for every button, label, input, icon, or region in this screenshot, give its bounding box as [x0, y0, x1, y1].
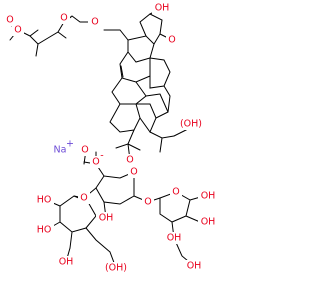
acetyl-ester-oxygen: O	[14, 25, 21, 36]
glucuronide-ring-oxygen: O	[130, 167, 137, 178]
ring-hydroxyl: OH	[99, 213, 114, 224]
top-hydroxyl: OH	[155, 3, 170, 14]
carboxylate-oxygen: O	[81, 145, 88, 156]
acetyl-carbonyl-oxygen: O	[6, 15, 13, 26]
atom-labels: O O O O OH O (OH) O O O O - Na + O O OH …	[4, 2, 218, 274]
glucose-link-oxygen: O	[80, 193, 87, 204]
xylose-hydroxyl-1: OH	[201, 191, 216, 202]
glucose-hydroxyl-1: HO	[37, 195, 52, 206]
xylose-hydroxyl-2: OH	[201, 217, 216, 228]
xylose-link-oxygen: O	[144, 197, 151, 208]
positive-charge: +	[66, 139, 74, 150]
xylose-bottom-hydroxyl: OH	[187, 261, 202, 272]
xylose-ring-oxygen: O	[172, 187, 179, 198]
xylose-hydroxyl-3: OH	[167, 233, 182, 244]
molecule-structure-canvas: O O O O OH O (OH) O O O O - Na + O O OH …	[4, 2, 218, 274]
bridge-oxygen: O	[168, 35, 175, 46]
ester-oxygen: O	[91, 17, 98, 28]
glucose-hydroxyl-2: HO	[37, 225, 52, 236]
skeletal-formula: O O O O OH O (OH) O O O O - Na + O O OH …	[4, 2, 218, 274]
negative-charge: -	[100, 151, 103, 162]
carboxylate-oxygen-anion: O	[92, 157, 99, 168]
ch2oh-hydroxyl: (OH)	[180, 119, 202, 130]
glycosidic-oxygen: O	[126, 155, 133, 166]
ester-carbonyl-oxygen: O	[60, 13, 67, 24]
glucose-ch2oh: (OH)	[105, 263, 127, 274]
sodium-ion: Na	[54, 145, 67, 156]
glucose-hydroxyl-3: OH	[59, 257, 74, 268]
